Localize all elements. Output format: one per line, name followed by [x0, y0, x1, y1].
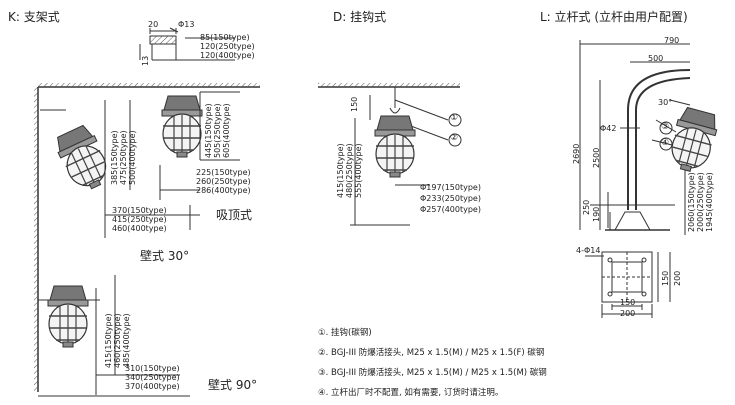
- l-height-pole: 2500: [592, 147, 601, 168]
- l-lamp-height-250: 2000(250type): [696, 172, 705, 232]
- ceiling-mount-label: 吸顶式: [216, 208, 253, 222]
- l-pipe-diameter: Φ42: [600, 124, 617, 133]
- l-plate-outer-h: 200: [620, 309, 636, 318]
- wall90-lamp: [47, 285, 89, 348]
- l-lamp-height-400: 1945(400type): [705, 172, 714, 232]
- l-angle: 30°: [658, 98, 673, 107]
- ceiling-height-150: 445(150type): [204, 103, 213, 158]
- arm-height-400: 500(400type): [128, 130, 137, 185]
- l-plate-inner-v: 150: [661, 270, 670, 286]
- d-height-150: 415(150type): [336, 143, 345, 198]
- l-section-title: L: 立杆式 (立杆由用户配置): [540, 10, 688, 24]
- arm-reach-400: 460(400type): [112, 224, 167, 233]
- wall90-height-150: 415(150type): [104, 313, 113, 368]
- hook-length-label: 150: [350, 96, 359, 112]
- callout-1: ①: [450, 113, 459, 123]
- arm-height-150: 385(150type): [110, 130, 119, 185]
- ceiling-height-250: 505(250type): [213, 103, 222, 158]
- ceiling-lamp: [161, 95, 203, 158]
- hanging-lamp: [374, 115, 416, 178]
- l-height-total: 2690: [572, 143, 581, 164]
- wall90-label: 壁式 90°: [208, 378, 258, 392]
- d-diameter-400: Φ257(400type): [420, 205, 481, 214]
- note-4: ④. 立杆出厂时不配置, 如有需要, 订货时请注明。: [318, 388, 504, 398]
- note-1: ①. 挂钩(碳钢): [318, 328, 372, 338]
- wall90-reach-250: 340(250type): [125, 373, 180, 382]
- callout-2: ②: [450, 133, 459, 143]
- bracket-height-250: 120(250type): [200, 42, 255, 51]
- l-holes-label: 4-Φ14: [576, 246, 601, 255]
- bracket-thickness-label: 13: [141, 55, 150, 66]
- bracket-hole-label: Φ13: [178, 20, 195, 29]
- l-base-height: 250: [582, 199, 591, 215]
- wall90-height-400: 485(400type): [122, 313, 131, 368]
- l-lamp-height-150: 2060(150type): [687, 172, 696, 232]
- d-height-400: 555(400type): [354, 143, 363, 198]
- ceiling-width-250: 260(250type): [196, 177, 251, 186]
- callout-4: ④: [661, 138, 670, 148]
- ceiling-width-400: 286(400type): [196, 186, 251, 195]
- bracket-height-150: 85(150type): [200, 33, 250, 42]
- bracket-detail: [139, 27, 235, 61]
- ceiling-width-150: 225(150type): [196, 168, 251, 177]
- bracket-width-label: 20: [148, 20, 159, 29]
- l-width-arm: 500: [648, 54, 664, 63]
- wall90-reach-400: 370(400type): [125, 382, 180, 391]
- d-ceiling: [318, 83, 462, 226]
- arm-reach-250: 415(250type): [112, 215, 167, 224]
- l-plate-outer-v: 200: [673, 270, 682, 286]
- note-3: ③. BGJ-III 防爆活接头, M25 x 1.5(M) / M25 x 1…: [318, 368, 547, 378]
- wall90-height-250: 460(250type): [113, 313, 122, 368]
- bracket-height-400: 120(400type): [200, 51, 255, 60]
- k-section-title: K: 支架式: [8, 10, 60, 24]
- l-base-height-2: 190: [592, 206, 601, 222]
- d-diameter-150: Φ197(150type): [420, 183, 481, 192]
- pole: [579, 40, 691, 235]
- ceiling-height-400: 605(400type): [222, 103, 231, 158]
- pole-lamp: [665, 105, 722, 176]
- l-width-total: 790: [664, 36, 680, 45]
- l-plate-inner-h: 150: [620, 298, 636, 307]
- d-height-250: 480(250type): [345, 143, 354, 198]
- arm-height-250: 475(250type): [119, 130, 128, 185]
- k-ceiling-wall: [34, 83, 260, 392]
- callout-3: ③: [661, 122, 670, 132]
- d-section-title: D: 挂钩式: [333, 10, 387, 24]
- wall30-label: 壁式 30°: [140, 249, 190, 263]
- wall90-reach-150: 310(150type): [125, 364, 180, 373]
- arm-reach-150: 370(150type): [112, 206, 167, 215]
- d-diameter-250: Φ233(250type): [420, 194, 481, 203]
- note-2: ②. BGJ-III 防爆活接头, M25 x 1.5(M) / M25 x 1…: [318, 348, 545, 358]
- base-plate: [585, 251, 671, 318]
